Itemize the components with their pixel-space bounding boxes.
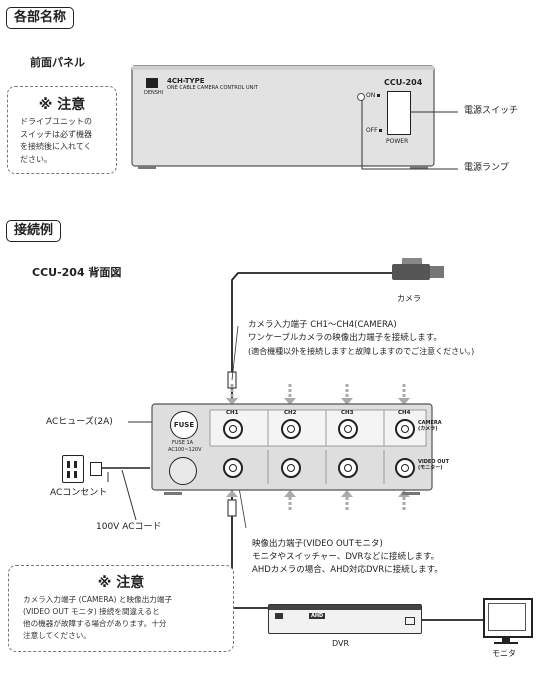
brand-logo-text: DENSHI xyxy=(144,90,164,96)
camera-port-label-line: CAMERA xyxy=(418,420,442,426)
camera-body xyxy=(392,264,430,280)
camera-desc-line: カメラ入力端子 CH1〜CH4(CAMERA) xyxy=(248,320,397,330)
video-desc-line: 映像出力端子(VIDEO OUTモニタ) xyxy=(252,539,383,549)
caution-note-wiring: ※ 注意 カメラ入力端子 (CAMERA) と映像出力端子 (VIDEO OUT… xyxy=(8,565,234,652)
front-model-name: CCU-204 xyxy=(384,78,423,87)
section-header-example: 接続例 xyxy=(6,220,62,242)
camera-label: カメラ xyxy=(397,294,421,303)
on-label: ON xyxy=(366,92,376,99)
camera-mount-icon xyxy=(402,258,422,264)
rear-panel-label: CCU-204 背面図 xyxy=(32,266,122,279)
fuse-holder: FUSE xyxy=(170,411,198,439)
camera-port-label-line: (カメラ) xyxy=(418,426,438,432)
front-type-line: 4CH-TYPE xyxy=(167,77,205,85)
caution-line: 他の機器が故障する場合があります。十分 xyxy=(23,619,167,628)
caution-note-power: ※ 注意 ドライブユニットの スイッチは必ず機器 を接続後に入れてく ださい。 xyxy=(7,86,117,174)
ac-inlet xyxy=(169,457,197,485)
caution-line: スイッチは必ず機器 xyxy=(20,129,92,139)
section-header-parts: 各部名称 xyxy=(6,7,75,29)
ac-cord-label: 100V ACコード xyxy=(96,522,162,532)
off-marker-icon xyxy=(379,129,382,132)
dvr-badge: AHD xyxy=(309,613,326,619)
dvr-device: AHD xyxy=(268,604,422,634)
video-desc-line: AHDカメラの場合、AHD対応DVRに接続します。 xyxy=(252,565,443,575)
video-desc-line: モニタやスイッチャー、DVRなどに接続します。 xyxy=(252,552,440,562)
caution-line: を接続後に入れてく xyxy=(20,142,92,151)
camera-jack-ch2[interactable] xyxy=(281,419,301,439)
caution-line: カメラ入力端子 (CAMERA) と映像出力端子 xyxy=(23,595,173,604)
ch2-label: CH2 xyxy=(284,410,297,416)
on-marker-icon xyxy=(377,94,380,97)
video-port-label-line: VIDEO OUT xyxy=(418,459,450,465)
monitor-label: モニタ xyxy=(492,649,516,658)
dvr-logo-icon xyxy=(275,613,283,619)
video-port-label-line: (モニター) xyxy=(418,465,443,471)
front-subtitle: ONE CABLE CAMERA CONTROL UNIT xyxy=(167,85,258,91)
monitor-screen xyxy=(483,598,533,638)
monitor-stand-icon xyxy=(502,638,510,642)
caution-line: 注意してください。 xyxy=(23,631,91,640)
camera-jack-ch3[interactable] xyxy=(338,419,358,439)
video-out-jack-ch4[interactable] xyxy=(395,458,415,478)
caution-title: ※ 注意 xyxy=(38,97,86,113)
video-out-jack-ch1[interactable] xyxy=(223,458,243,478)
caution-line: ドライブユニットの xyxy=(20,117,92,126)
video-port-label: VIDEO OUT (モニター) xyxy=(418,459,449,471)
ch3-label: CH3 xyxy=(341,410,354,416)
caution-line: ださい。 xyxy=(20,154,52,164)
ac-outlet-label: ACコンセント xyxy=(50,488,108,498)
video-out-jack-ch3[interactable] xyxy=(338,458,358,478)
video-out-jack-ch2[interactable] xyxy=(281,458,301,478)
front-panel-device xyxy=(131,65,435,169)
ch4-label: CH4 xyxy=(398,410,411,416)
callout-power-switch: 電源スイッチ xyxy=(464,106,519,116)
power-label: POWER xyxy=(386,138,409,145)
camera-desc-line: (適合機種以外を接続しますと故障しますのでご注意ください。) xyxy=(248,347,475,356)
camera-jack-ch4[interactable] xyxy=(395,419,415,439)
dvr-label: DVR xyxy=(332,639,350,648)
off-label: OFF xyxy=(366,127,378,134)
power-switch[interactable] xyxy=(387,91,411,135)
ac-fuse-label: ACヒューズ(2A) xyxy=(46,417,113,427)
fuse-rating-label: FUSE 1A xyxy=(172,440,194,446)
callout-power-lamp: 電源ランプ xyxy=(464,163,509,173)
camera-jack-ch1[interactable] xyxy=(223,419,243,439)
camera-desc-line: ワンケーブルカメラの映像出力端子を接続します。 xyxy=(248,333,442,343)
caution-line: (VIDEO OUT モニタ) 接続を間違えると xyxy=(23,607,160,616)
camera-input-description: カメラ入力端子 CH1〜CH4(CAMERA) ワンケーブルカメラの映像出力端子… xyxy=(248,319,474,358)
monitor-base-icon xyxy=(494,642,518,644)
video-out-description: 映像出力端子(VIDEO OUTモニタ) モニタやスイッチャー、DVRなどに接続… xyxy=(252,538,443,577)
caution-title: ※ 注意 xyxy=(97,575,145,591)
power-lamp xyxy=(357,93,365,101)
ch1-label: CH1 xyxy=(226,410,239,416)
ac-plug-icon xyxy=(90,462,102,476)
ac-outlet-icon xyxy=(62,455,84,483)
camera-lens-icon xyxy=(430,266,444,278)
brand-logo-icon xyxy=(146,78,158,88)
camera-port-label: CAMERA (カメラ) xyxy=(418,420,442,432)
dvr-port-icon xyxy=(405,617,415,625)
front-panel-label: 前面パネル xyxy=(30,56,85,69)
ac-rating-label: AC100~120V xyxy=(168,447,202,453)
rear-panel-device xyxy=(151,403,433,495)
